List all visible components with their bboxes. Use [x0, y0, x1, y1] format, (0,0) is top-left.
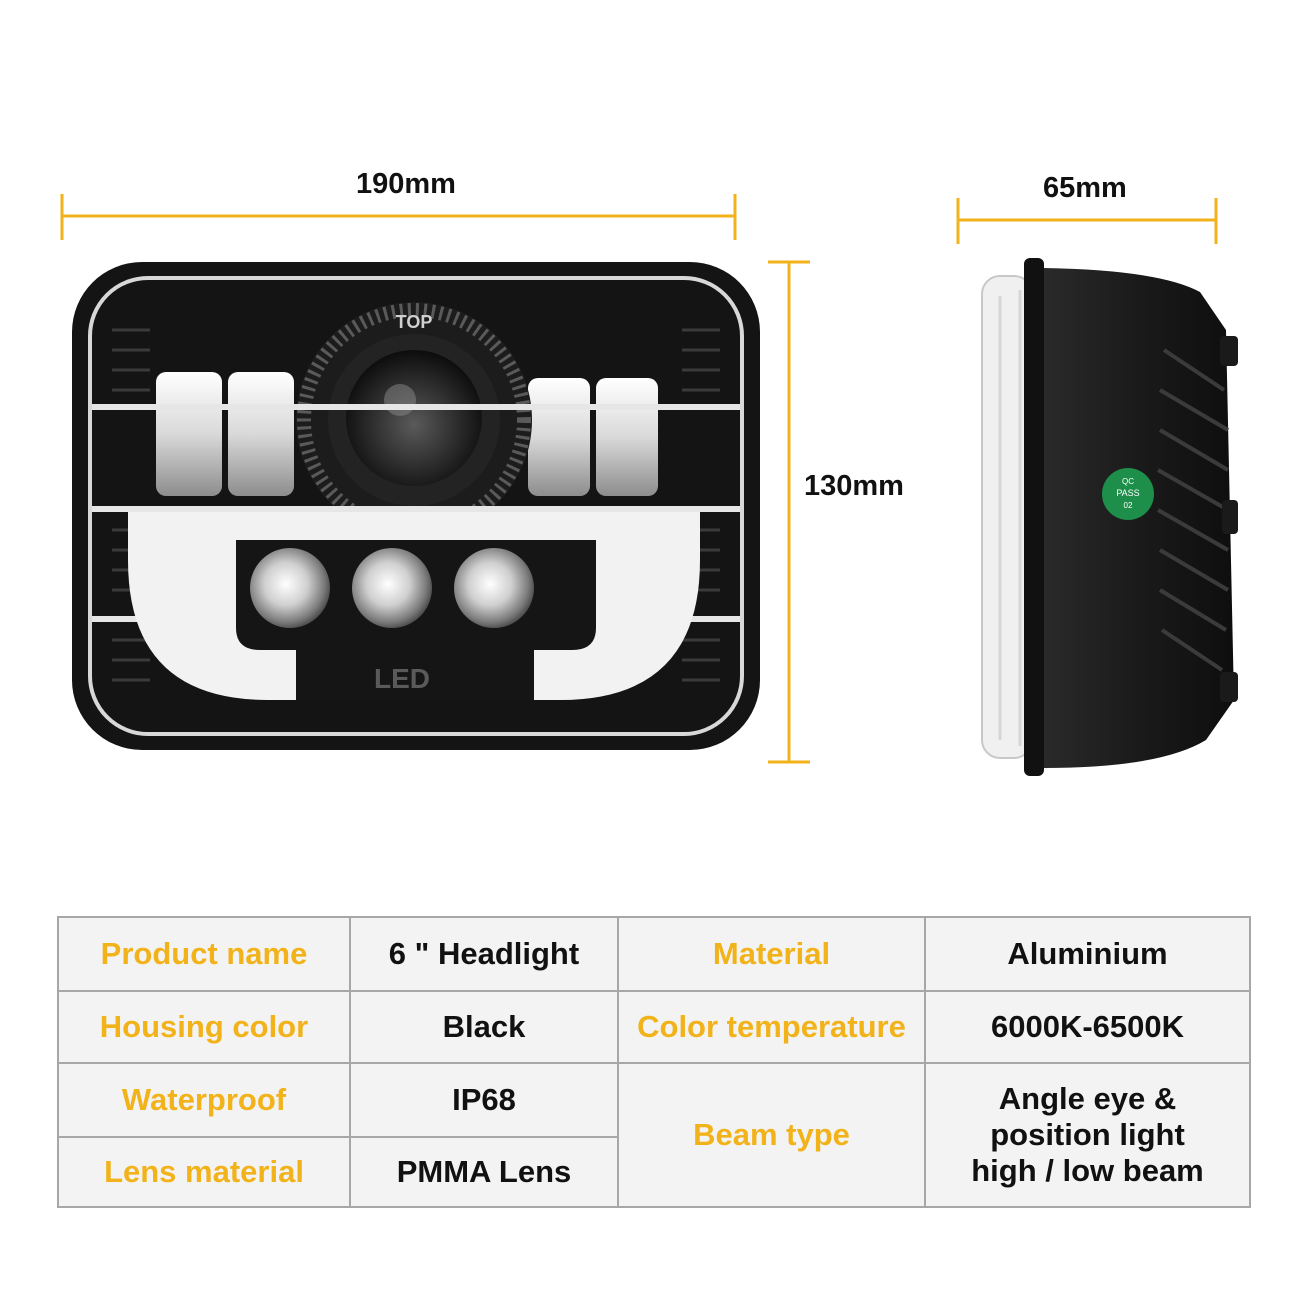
qc-pass-badge-icon: QC PASS 02: [1102, 468, 1154, 520]
product-name-value: 6 " Headlight: [349, 916, 619, 992]
depth-dimension-line: [956, 198, 1218, 244]
qc-badge-line-3: 02: [1124, 501, 1133, 510]
table-row: Product name 6 " Headlight Material Alum…: [57, 916, 1251, 992]
waterproof-label: Waterproof: [57, 1062, 351, 1138]
top-marking-label: TOP: [396, 312, 433, 332]
material-value: Aluminium: [924, 916, 1251, 992]
height-dimension-label: 130mm: [804, 470, 904, 502]
qc-badge-line-2: PASS: [1116, 488, 1139, 498]
beam-type-line-3: high / low beam: [971, 1153, 1204, 1188]
lens-material-value: PMMA Lens: [349, 1136, 619, 1208]
color-temperature-label: Color temperature: [617, 990, 926, 1064]
qc-badge-line-1: QC: [1122, 477, 1134, 486]
housing-color-value: Black: [349, 990, 619, 1064]
beam-type-value: Angle eye & position light high / low be…: [924, 1062, 1251, 1208]
product-illustration: TOP LED QC PASS 02: [60, 194, 1238, 776]
table-row: Housing color Black Color temperature 60…: [57, 990, 1251, 1064]
spec-table: Product name 6 " Headlight Material Alum…: [57, 916, 1251, 1208]
side-headlight-icon: QC PASS 02: [981, 258, 1238, 776]
housing-color-label: Housing color: [57, 990, 351, 1064]
width-dimension-label: 190mm: [356, 168, 456, 200]
beam-type-label: Beam type: [617, 1062, 926, 1208]
led-marking-label: LED: [374, 663, 430, 694]
lens-material-label: Lens material: [57, 1136, 351, 1208]
table-row: Waterproof IP68 Beam type Angle eye & po…: [57, 1062, 1251, 1208]
depth-dimension-label: 65mm: [1043, 172, 1127, 204]
material-label: Material: [617, 916, 926, 992]
product-name-label: Product name: [57, 916, 351, 992]
width-dimension-line: [60, 194, 737, 240]
height-dimension-line: [768, 260, 810, 764]
beam-type-line-1: Angle eye &: [998, 1081, 1177, 1116]
color-temperature-value: 6000K-6500K: [924, 990, 1251, 1064]
front-headlight-icon: TOP LED: [72, 262, 760, 750]
table-row: Lens material PMMA Lens: [57, 1136, 1250, 1208]
waterproof-value: IP68: [349, 1062, 619, 1138]
beam-type-line-2: position light: [990, 1117, 1185, 1152]
